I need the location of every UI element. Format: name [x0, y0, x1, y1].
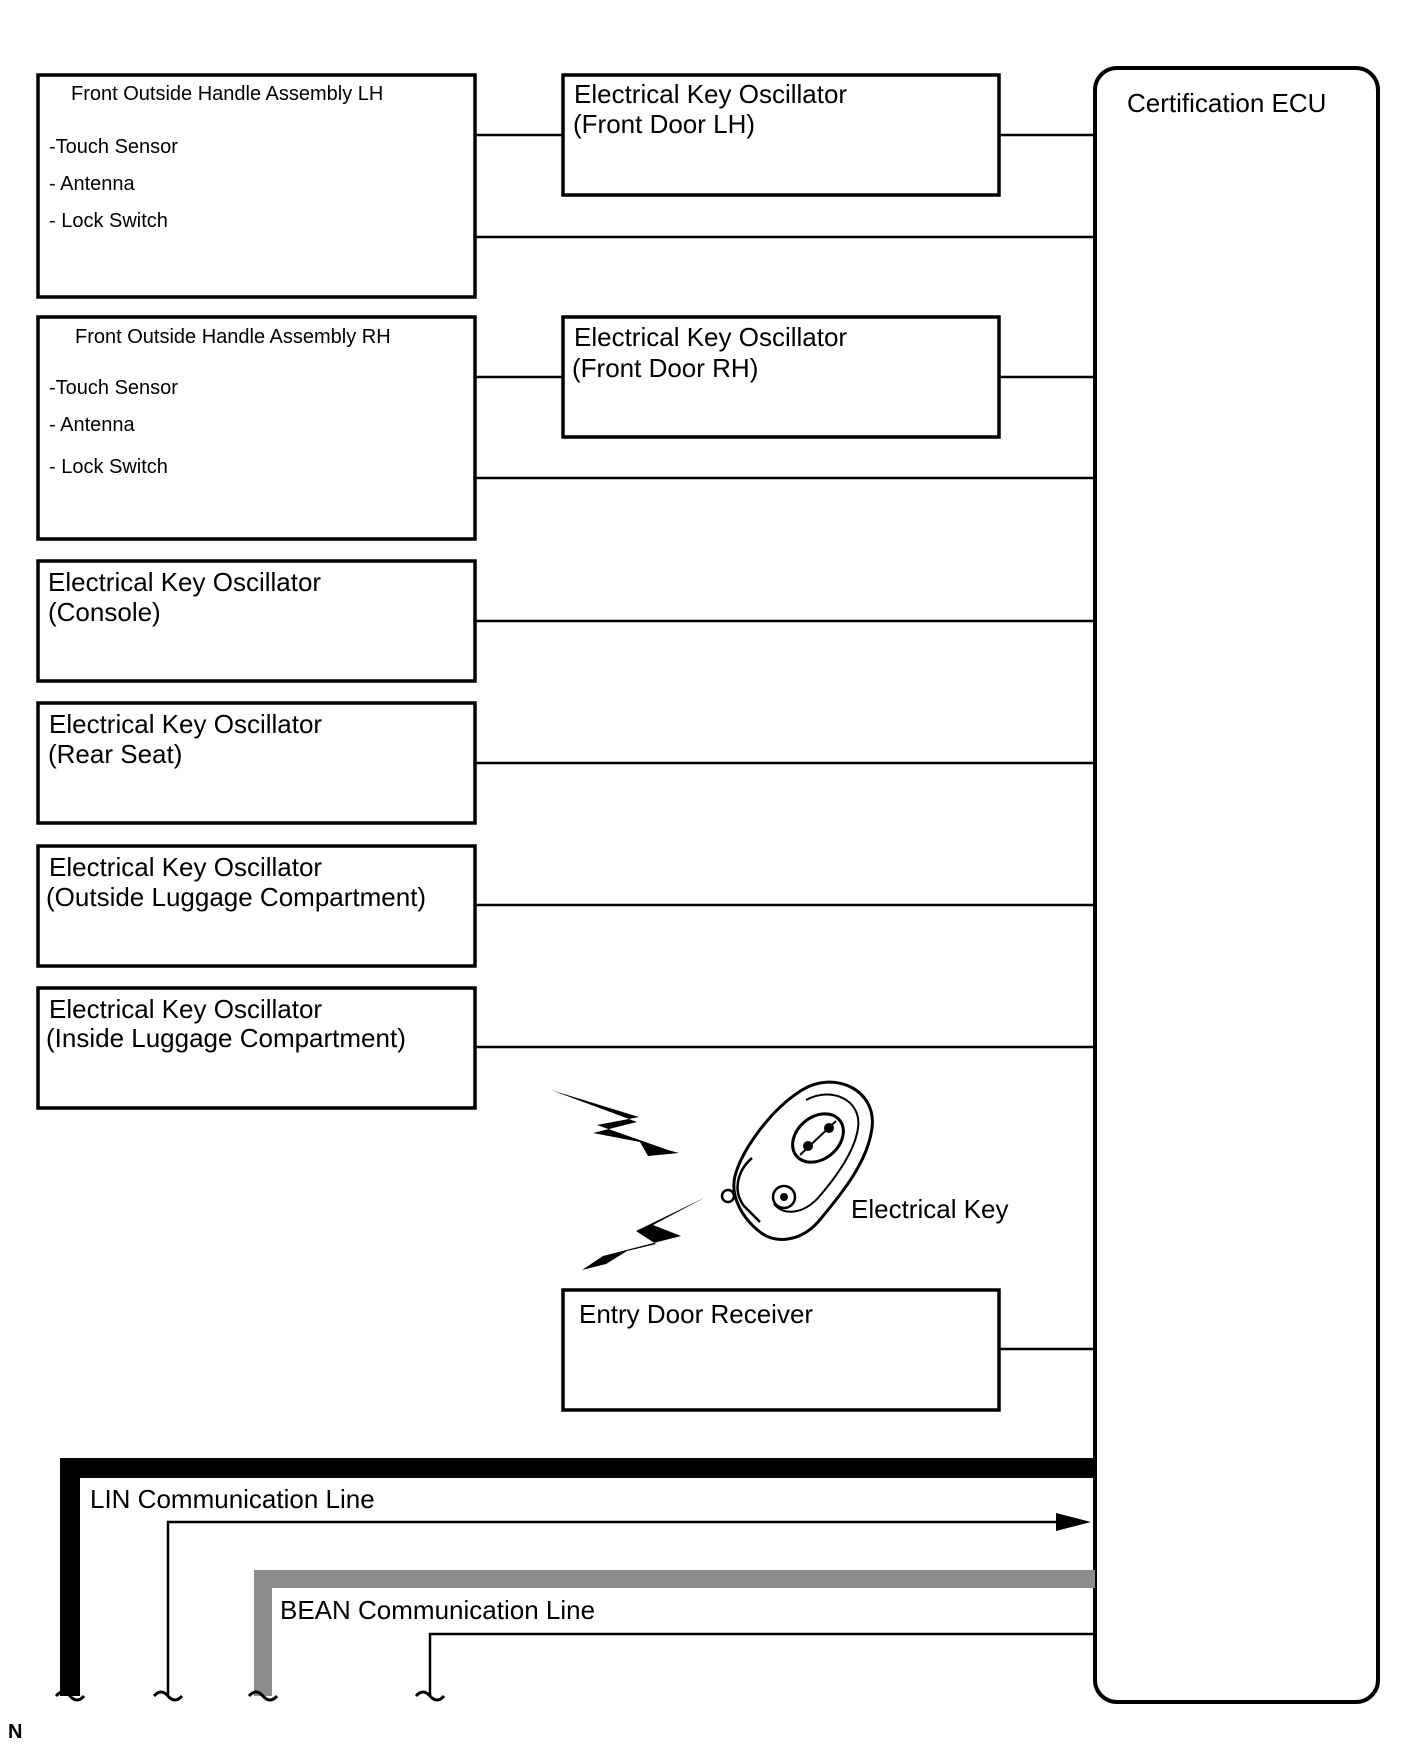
bean-signal-end-tilde-icon — [414, 1690, 446, 1702]
bean-bus-end-tilde-icon — [247, 1690, 279, 1702]
oscillator-outside-luggage-line1: Electrical Key Oscillator — [49, 852, 322, 882]
handle-assembly-rh-box — [36, 315, 477, 541]
oscillator-rear-seat-line1: Electrical Key Oscillator — [49, 709, 322, 739]
oscillator-front-door-lh-line1: Electrical Key Oscillator — [574, 79, 847, 109]
signal-bolt-outgoing-icon — [582, 1197, 706, 1270]
oscillator-outside-luggage-line2: (Outside Luggage Compartment) — [46, 882, 426, 912]
handle-rh-antenna: - Antenna — [49, 414, 136, 436]
lin-bus-end-tilde-icon — [54, 1690, 86, 1702]
electrical-key-label: Electrical Key — [851, 1194, 1009, 1224]
bean-bus-line — [254, 1570, 1095, 1696]
bean-line-label: BEAN Communication Line — [280, 1595, 595, 1625]
oscillator-console-line1: Electrical Key Oscillator — [48, 567, 321, 597]
oscillator-front-door-rh-line2: (Front Door RH) — [572, 353, 758, 383]
oscillator-front-door-rh-line1: Electrical Key Oscillator — [574, 322, 847, 352]
lin-signal-arrowhead-icon — [1056, 1513, 1091, 1531]
certification-ecu-label: Certification ECU — [1127, 88, 1326, 118]
handle-lh-lock-switch: - Lock Switch — [49, 210, 168, 232]
entry-door-receiver-box — [561, 1288, 1001, 1412]
oscillator-console-line2: (Console) — [48, 597, 161, 627]
handle-assembly-lh-title: Front Outside Handle Assembly LH — [71, 83, 383, 105]
corner-mark: N — [8, 1721, 22, 1743]
handle-assembly-lh-box — [36, 73, 477, 299]
bean-signal-line — [428, 1632, 1095, 1696]
handle-lh-antenna: - Antenna — [49, 173, 136, 195]
lin-bus-line — [60, 1458, 1095, 1696]
oscillator-inside-luggage-line1: Electrical Key Oscillator — [49, 994, 322, 1024]
lin-line-label: LIN Communication Line — [90, 1484, 375, 1514]
entry-door-receiver-label: Entry Door Receiver — [579, 1299, 813, 1329]
oscillator-front-door-lh-box — [561, 73, 1001, 197]
handle-lh-touch-sensor: -Touch Sensor — [49, 136, 178, 158]
handle-assembly-rh-title: Front Outside Handle Assembly RH — [75, 326, 391, 348]
handle-rh-lock-switch: - Lock Switch — [49, 456, 168, 478]
certification-ecu-box — [1093, 66, 1380, 1704]
connection-wires — [475, 133, 1095, 1351]
oscillator-rear-seat-line2: (Rear Seat) — [48, 739, 182, 769]
handle-rh-touch-sensor: -Touch Sensor — [49, 377, 178, 399]
lin-signal-line — [166, 1520, 1058, 1696]
oscillator-console-box — [36, 559, 477, 683]
oscillator-inside-luggage-box — [36, 986, 477, 1110]
oscillator-inside-luggage-line2: (Inside Luggage Compartment) — [46, 1023, 406, 1053]
lin-signal-end-tilde-icon — [152, 1690, 184, 1702]
oscillator-front-door-lh-line2: (Front Door LH) — [573, 109, 755, 139]
electrical-key-fob-icon — [720, 1080, 874, 1241]
oscillator-outside-luggage-box — [36, 844, 477, 968]
signal-bolt-incoming-icon — [551, 1090, 679, 1156]
oscillator-rear-seat-box — [36, 701, 477, 825]
